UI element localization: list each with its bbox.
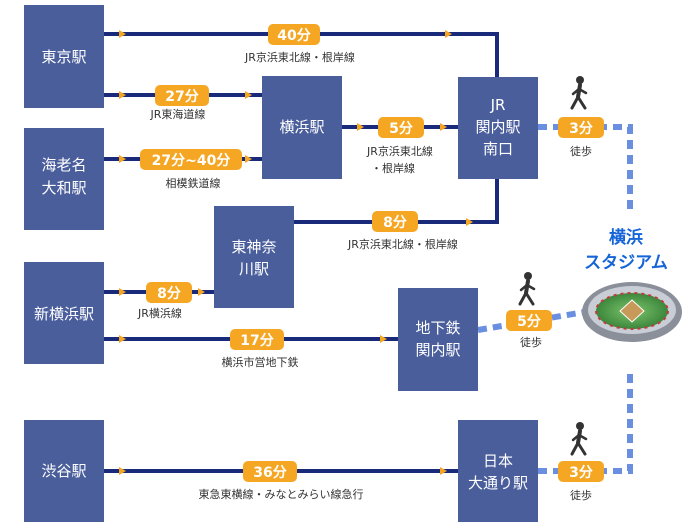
arrow-right-icon — [440, 467, 447, 475]
time-walk-jr-kannai: 3分 — [569, 121, 593, 137]
walk-label-nihon: 徒歩 — [570, 488, 592, 502]
destination-title-2: スタジアム — [584, 253, 668, 273]
time-ebina-yokohama: 27分~40分 — [152, 153, 231, 169]
station-higashi-kanagawa — [214, 206, 294, 308]
line-name-yokohama-kannai-1: JR京浜東北線 — [366, 144, 433, 158]
station-name-jr-kannai-1: JR — [490, 96, 506, 114]
badge-higashi-kannai — [372, 211, 418, 232]
station-shibuya — [24, 420, 104, 522]
badge-ebina-yokohama — [140, 149, 242, 170]
walk-label-jr-kannai: 徒歩 — [570, 144, 592, 158]
direction-arrows — [119, 30, 473, 475]
station-boxes — [24, 5, 538, 522]
arrow-right-icon — [245, 91, 252, 99]
walking-person-icon — [570, 422, 588, 456]
station-name-jr-kannai-3: 南口 — [483, 140, 513, 158]
station-ebina-yamato — [24, 128, 104, 230]
line-name-ebina-yokohama: 相模鉄道線 — [166, 176, 221, 190]
time-walk-subway: 5分 — [517, 314, 541, 330]
station-shin-yokohama — [24, 262, 104, 364]
time-tokyo-yokohama: 27分 — [165, 89, 198, 105]
station-name-higashi-2: 川駅 — [239, 260, 269, 278]
arrow-right-icon — [119, 91, 126, 99]
walking-person-icon — [570, 76, 588, 110]
badge-shin-subway — [230, 329, 284, 350]
arrow-right-icon — [380, 335, 387, 343]
station-yokohama — [262, 76, 342, 179]
arrow-right-icon — [119, 335, 126, 343]
station-name-higashi-1: 東神奈 — [231, 238, 276, 256]
station-name-jr-kannai-2: 関内駅 — [475, 118, 520, 136]
station-name-nihon-1: 日本 — [483, 452, 513, 470]
station-name-yokohama: 横浜駅 — [279, 118, 324, 136]
time-badges — [140, 24, 604, 482]
time-walk-nihon: 3分 — [569, 465, 593, 481]
station-tokyo — [24, 5, 104, 108]
time-shin-higashi: 8分 — [157, 286, 181, 302]
line-name-shin-higashi: JR横浜線 — [137, 306, 182, 320]
arrow-right-icon — [357, 123, 364, 131]
stadium-icon — [582, 282, 682, 342]
walking-person-icon — [518, 272, 536, 306]
badge-walk-subway — [506, 310, 552, 331]
arrow-right-icon — [119, 288, 126, 296]
walk-path-nihon-odori — [538, 370, 633, 474]
walk-path-jr-kannai — [538, 124, 633, 212]
badge-yokohama-kannai — [378, 117, 424, 138]
arrow-right-icon — [119, 155, 126, 163]
line-name-tokyo-yokohama: JR東海道線 — [150, 107, 206, 121]
station-nihon-odori — [458, 420, 538, 522]
station-name-nihon-2: 大通り駅 — [468, 474, 528, 492]
arrow-right-icon — [440, 123, 447, 131]
station-name-shin-yokohama: 新横浜駅 — [34, 305, 94, 323]
line-name-shibuya-nihon: 東急東横線・みなとみらい線急行 — [199, 487, 364, 501]
time-yokohama-kannai: 5分 — [389, 121, 413, 137]
time-shibuya-nihon: 36分 — [253, 465, 286, 481]
arrow-right-icon — [198, 288, 205, 296]
destination-title-1: 横浜 — [609, 227, 643, 248]
badge-shin-higashi — [146, 282, 192, 303]
station-subway-kannai — [398, 288, 478, 391]
badge-tokyo-kannai — [268, 24, 320, 45]
arrow-right-icon — [119, 30, 126, 38]
station-name-tokyo: 東京駅 — [41, 48, 86, 66]
station-name-subway-2: 関内駅 — [415, 341, 460, 359]
time-higashi-kannai: 8分 — [383, 215, 407, 231]
badge-shibuya-nihon — [243, 461, 297, 482]
badge-walk-nihon — [558, 461, 604, 482]
badge-tokyo-yokohama — [155, 85, 209, 106]
walk-label-subway: 徒歩 — [520, 335, 542, 349]
line-tokyo-kannai — [104, 32, 499, 78]
line-higashi-kannai — [294, 178, 499, 224]
line-name-yokohama-kannai-2: ・根岸線 — [371, 161, 415, 175]
line-name-shin-subway: 横浜市営地下鉄 — [222, 355, 299, 369]
arrow-right-icon — [119, 467, 126, 475]
arrow-right-icon — [466, 218, 473, 226]
station-name-ebina-1: 海老名 — [41, 156, 86, 174]
station-name-shibuya: 渋谷駅 — [41, 462, 86, 480]
line-name-higashi-kannai: JR京浜東北線・根岸線 — [347, 237, 458, 251]
time-tokyo-kannai: 40分 — [277, 28, 310, 44]
line-name-tokyo-kannai: JR京浜東北線・根岸線 — [244, 50, 355, 64]
badge-walk-jr-kannai — [558, 117, 604, 138]
time-shin-subway: 17分 — [240, 333, 273, 349]
station-name-subway-1: 地下鉄 — [415, 319, 460, 337]
walk-path-subway-kannai — [477, 309, 586, 333]
arrow-right-icon — [445, 30, 452, 38]
arrow-right-icon — [245, 155, 252, 163]
station-jr-kannai — [458, 77, 538, 179]
station-name-ebina-2: 大和駅 — [41, 179, 86, 197]
